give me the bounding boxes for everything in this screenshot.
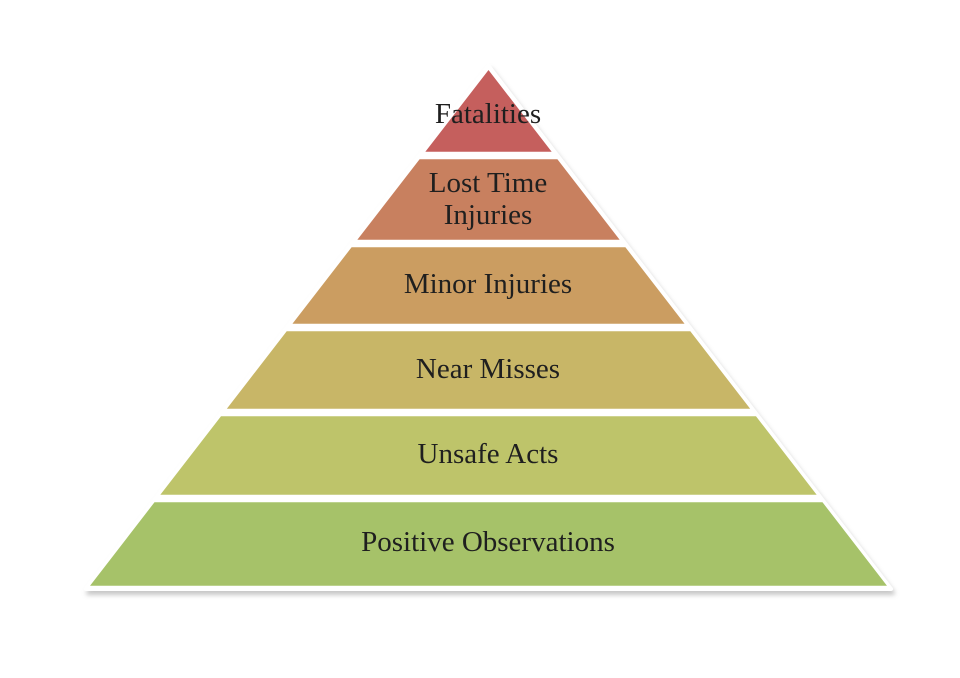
pyramid-level-unsafe-acts-shape [156, 413, 821, 498]
pyramid-level-fatalities-shape [421, 66, 556, 155]
pyramid-level-near-misses-shape [223, 328, 754, 412]
pyramid-level-fatalities-label: Fatalities [434, 98, 542, 131]
pyramid-level-unsafe-acts-label: Unsafe Acts [417, 438, 559, 471]
pyramid-level-lost-time-injuries-shape [353, 156, 624, 243]
pyramid-level-lost-time-injuries-label: Lost Time Injuries [428, 167, 548, 231]
pyramid-level-minor-injuries-label: Minor Injuries [403, 268, 573, 301]
pyramid-level-positive-observations-shape [86, 499, 891, 589]
pyramid-level-positive-observations-label: Positive Observations [361, 526, 615, 559]
pyramid-level-near-misses-label: Near Misses [415, 353, 561, 386]
pyramid-level-minor-injuries-shape [288, 244, 689, 327]
